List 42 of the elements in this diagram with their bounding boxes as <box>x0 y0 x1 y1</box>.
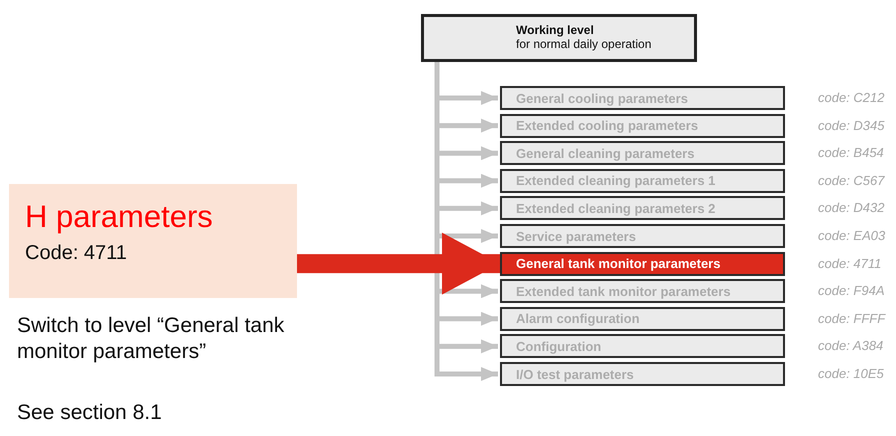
parameter-name: General tank monitor parameters <box>516 256 720 272</box>
parameter-name: Alarm configuration <box>516 311 640 326</box>
code-label: code: B454 <box>818 144 884 162</box>
parameter-box <box>500 196 785 220</box>
parameter-name: Service parameters <box>516 228 636 244</box>
info-panel <box>9 184 297 298</box>
parameter-box <box>500 334 785 358</box>
parameter-name: General cleaning parameters <box>516 146 694 161</box>
code-label: code: EA03 <box>818 227 886 245</box>
code-label: code: D345 <box>818 116 884 135</box>
parameter-name: Extended cooling parameters <box>516 118 698 134</box>
level-title: Working level <box>516 23 595 37</box>
parameter-name: Extended cleaning parameters 1 <box>516 173 716 188</box>
code-text: Code: 4711 <box>25 242 127 265</box>
parameter-box <box>500 279 785 304</box>
parameter-name: Extended cleaning parameters 2 <box>516 200 716 216</box>
parameter-name: I/O test parameters <box>516 366 634 382</box>
code-label: code: F94A <box>818 282 884 300</box>
parameter-box <box>500 86 785 110</box>
note-text: Switch to level “General tank monitor parameters” <box>17 313 286 365</box>
code-label: code: FFFF <box>818 310 886 328</box>
parameter-box <box>500 141 785 166</box>
parameter-box <box>500 362 785 386</box>
note-text: See section 8.1 <box>17 400 163 426</box>
parameter-box <box>500 306 785 331</box>
code-label: code: C567 <box>818 172 884 190</box>
panel-title: H parameters <box>25 198 213 236</box>
parameter-name: General cooling parameters <box>516 90 688 106</box>
parameter-name: Configuration <box>516 338 602 354</box>
level-box <box>421 14 697 62</box>
parameter-name: Extended tank monitor parameters <box>516 284 731 299</box>
code-label: code: 4711 <box>818 254 882 273</box>
parameter-box <box>500 224 785 248</box>
level-description: for normal daily operation <box>516 37 652 51</box>
arrow <box>297 232 500 295</box>
code-label: code: D432 <box>818 199 884 218</box>
parameter-box <box>500 168 785 193</box>
code-label: code: 10E5 <box>818 365 884 383</box>
parameter-box <box>500 252 785 276</box>
parameter-box <box>500 114 785 138</box>
code-label: code: C212 <box>818 89 884 107</box>
code-label: code: A384 <box>818 337 884 356</box>
